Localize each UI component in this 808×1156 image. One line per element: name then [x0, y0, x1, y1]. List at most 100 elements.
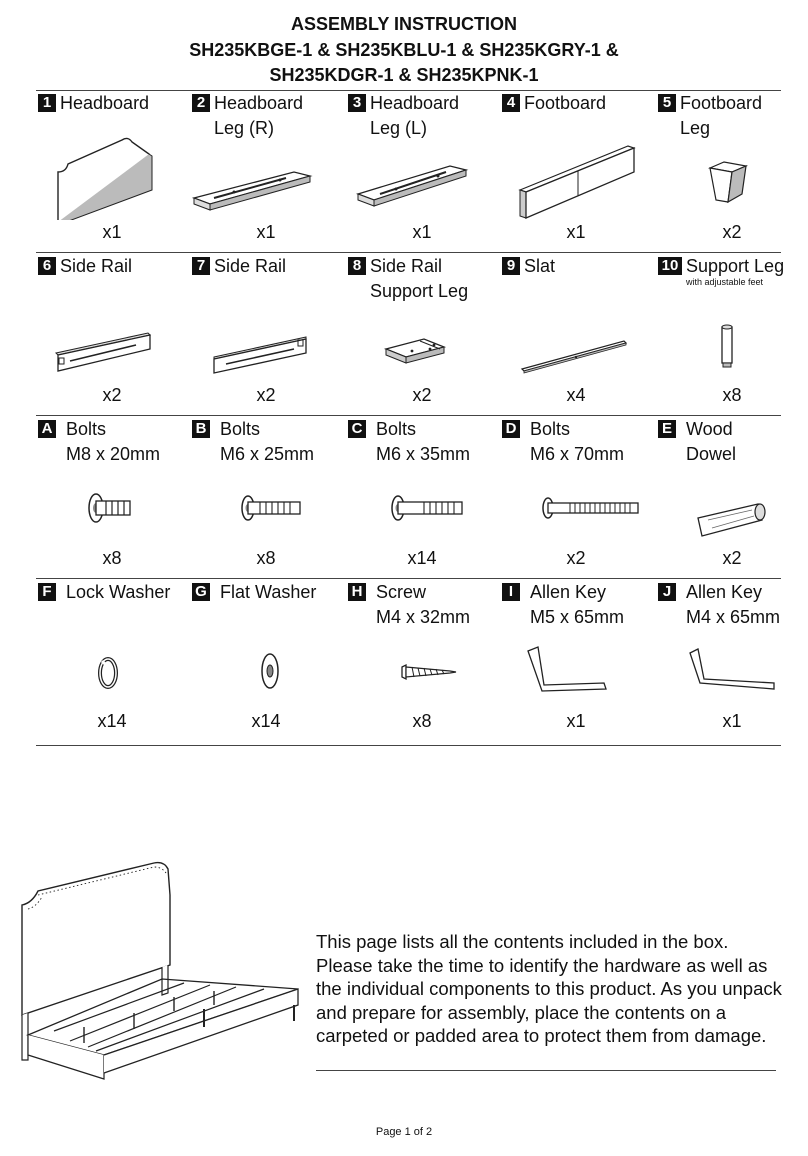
hardware-label: Flat Washer [220, 582, 317, 602]
part-label: Headboard Leg (L) [370, 93, 460, 138]
quantity: x8 [412, 711, 432, 731]
hardware-letter-badge: I [502, 583, 520, 601]
headboard-leg-icon [355, 165, 469, 207]
quantity: x2 [256, 385, 276, 405]
hardware-cell-d: D Bolts M6 x 70mm x2 [500, 418, 652, 578]
part-cell-4: 4 Footboard x1 [500, 92, 652, 252]
row-divider [36, 252, 781, 253]
part-number-badge: 5 [658, 94, 676, 112]
part-sub-label: with adjustable feet [686, 277, 764, 287]
screw-icon [401, 663, 457, 681]
quantity: x14 [407, 548, 437, 568]
quantity: x1 [102, 222, 122, 242]
hardware-letter-badge: G [192, 583, 210, 601]
headboard-leg-icon [191, 171, 313, 211]
slat-icon [520, 340, 628, 374]
hardware-label: Allen Key M4 x 65mm [686, 582, 781, 627]
allen-key-icon [689, 648, 775, 690]
hardware-label: Wood Dowel [686, 419, 737, 464]
model-list-line-1: SH235KBGE-1 & SH235KBLU-1 & SH235KGRY-1 … [189, 40, 619, 60]
support-bracket-icon [383, 338, 447, 364]
hardware-cell-b: B Bolts M6 x 25mm x8 [190, 418, 342, 578]
bolt-icon [88, 493, 131, 523]
headboard-icon [57, 137, 153, 220]
part-number-badge: 9 [502, 257, 520, 275]
row-divider [36, 90, 781, 91]
hardware-label: Bolts M8 x 20mm [66, 419, 161, 464]
part-number-badge: 6 [38, 257, 56, 275]
part-cell-8: 8 Side Rail Support Leg x2 [346, 255, 498, 415]
part-number-badge: 1 [38, 94, 56, 112]
description-underline [316, 1070, 776, 1071]
part-cell-9: 9 Slat x4 [500, 255, 652, 415]
hardware-label: Bolts M6 x 25mm [220, 419, 315, 464]
part-number-badge: 8 [348, 257, 366, 275]
hardware-cell-h: H Screw M4 x 32mm x8 [346, 581, 498, 741]
hardware-label: Bolts M6 x 70mm [530, 419, 625, 464]
quantity: x2 [412, 385, 432, 405]
footboard-leg-icon [707, 161, 749, 204]
hardware-cell-f: F Lock Washer x14 [36, 581, 188, 741]
allen-key-icon [527, 646, 607, 692]
hardware-letter-badge: H [348, 583, 366, 601]
part-number-badge: 10 [658, 257, 682, 275]
bolt-icon [241, 495, 301, 521]
flat-washer-icon [261, 653, 279, 689]
hardware-cell-g: G Flat Washer x14 [190, 581, 342, 741]
row-divider [36, 415, 781, 416]
part-label: Side Rail [214, 256, 287, 276]
quantity: x2 [102, 385, 122, 405]
footboard-icon [518, 145, 636, 219]
support-leg-icon [721, 324, 733, 368]
side-rail-icon [213, 336, 307, 374]
quantity: x8 [256, 548, 276, 568]
quantity: x14 [97, 711, 127, 731]
part-label: Side Rail Support Leg [370, 256, 469, 301]
part-number-badge: 7 [192, 257, 210, 275]
quantity: x1 [566, 711, 586, 731]
part-label: Support Leg [686, 256, 785, 276]
hardware-label: Bolts M6 x 35mm [376, 419, 471, 464]
part-cell-6: 6 Side Rail x2 [36, 255, 188, 415]
lock-washer-icon [98, 657, 118, 689]
quantity: x8 [722, 385, 742, 405]
quantity: x1 [722, 711, 742, 731]
part-number-badge: 4 [502, 94, 520, 112]
part-label: Footboard [524, 93, 607, 113]
bolt-icon [542, 497, 639, 519]
part-number-badge: 3 [348, 94, 366, 112]
quantity: x2 [566, 548, 586, 568]
hardware-letter-badge: A [38, 420, 56, 438]
part-label: Side Rail [60, 256, 133, 276]
quantity: x2 [722, 222, 742, 242]
dowel-icon [697, 503, 766, 537]
page-number: Page 1 of 2 [375, 1126, 433, 1138]
part-label: Slat [524, 256, 556, 276]
part-cell-1: 1 Headboard x1 [36, 92, 188, 252]
hardware-letter-badge: J [658, 583, 676, 601]
row-divider [36, 745, 781, 746]
hardware-letter-badge: F [38, 583, 56, 601]
hardware-cell-e: E Wood Dowel x2 [656, 418, 808, 578]
quantity: x8 [102, 548, 122, 568]
hardware-cell-j: J Allen Key M4 x 65mm x1 [656, 581, 808, 741]
part-cell-2: 2 Headboard Leg (R) x1 [190, 92, 342, 252]
quantity: x1 [256, 222, 276, 242]
quantity: x1 [412, 222, 432, 242]
contents-description: This page lists all the contents include… [316, 931, 782, 1046]
part-cell-3: 3 Headboard Leg (L) x1 [346, 92, 498, 252]
hardware-label: Screw M4 x 32mm [376, 582, 471, 627]
assembled-bed-icon [21, 861, 299, 1080]
part-cell-10: 10 Support Leg with adjustable feet x8 [656, 255, 808, 415]
part-label: Headboard [60, 93, 150, 113]
model-list-line-2: SH235KDGR-1 & SH235KPNK-1 [269, 65, 539, 85]
hardware-cell-a: A Bolts M8 x 20mm x8 [36, 418, 188, 578]
quantity: x1 [566, 222, 586, 242]
quantity: x14 [251, 711, 281, 731]
part-cell-5: 5 Footboard Leg x2 [656, 92, 808, 252]
side-rail-icon [54, 332, 152, 372]
hardware-letter-badge: D [502, 420, 520, 438]
part-label: Footboard Leg [680, 93, 763, 138]
quantity: x2 [722, 548, 742, 568]
part-number-badge: 2 [192, 94, 210, 112]
